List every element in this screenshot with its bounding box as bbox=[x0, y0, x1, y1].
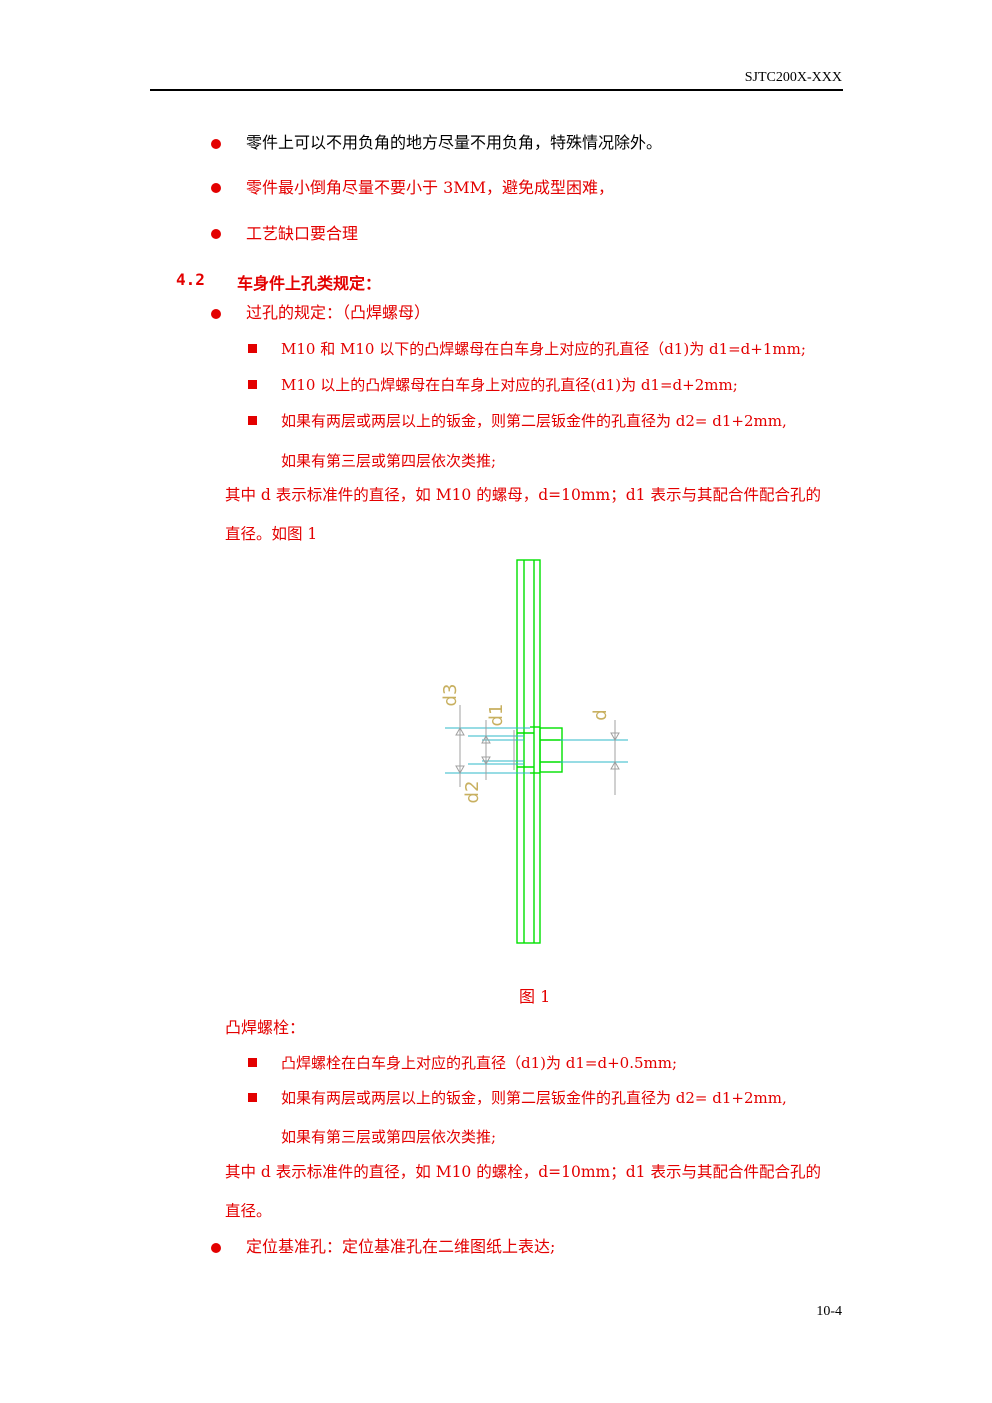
bullet-text: 零件上可以不用负角的地方尽量不用负角，特殊情况除外。 bbox=[246, 133, 663, 152]
sheet-metal-parts bbox=[516, 559, 563, 944]
dimension-arrows bbox=[455, 705, 620, 795]
weld-bolt-title: 凸焊螺栓： bbox=[225, 1018, 306, 1037]
list-item-continuation: 如果有第三层或第四层依次类推; bbox=[281, 1128, 497, 1146]
bullet-dot bbox=[211, 229, 221, 239]
list-item: M10 和 M10 以下的凸焊螺母在白车身上对应的孔直径（d1)为 d1=d+1… bbox=[281, 340, 806, 358]
note-text: 其中 d 表示标准件的直径，如 M10 的螺母，d=10mm；d1 表示与其配合… bbox=[225, 486, 821, 504]
bullet-dot bbox=[211, 139, 221, 149]
bullet-text: 工艺缺口要合理 bbox=[246, 224, 359, 243]
list-item: M10 以上的凸焊螺母在白车身上对应的孔直径(d1)为 d1=d+2mm; bbox=[281, 376, 738, 394]
square-bullet bbox=[248, 416, 257, 425]
section-number: 4.2 bbox=[176, 270, 205, 289]
list-item: 如果有两层或两层以上的钣金，则第二层钣金件的孔直径为 d2= d1+2mm, bbox=[281, 412, 787, 430]
label-d3: d3 bbox=[440, 684, 461, 707]
through-hole-title: 过孔的规定：（凸焊螺母） bbox=[246, 303, 431, 322]
square-bullet bbox=[248, 1093, 257, 1102]
bullet-text: 定位基准孔：定位基准孔在二维图纸上表达; bbox=[246, 1237, 556, 1256]
dimension-labels: d3 d1 d2 d bbox=[440, 684, 611, 804]
header-rule bbox=[150, 89, 843, 91]
note-text: 直径。如图 1 bbox=[225, 525, 318, 543]
label-d2: d2 bbox=[462, 781, 483, 804]
square-bullet bbox=[248, 1058, 257, 1067]
square-bullet bbox=[248, 344, 257, 353]
bullet-dot bbox=[211, 309, 221, 319]
note-text: 其中 d 表示标准件的直径，如 M10 的螺栓，d=10mm；d1 表示与其配合… bbox=[225, 1163, 821, 1181]
page-number: 10-4 bbox=[816, 1304, 842, 1319]
bullet-text: 零件最小倒角尽量不要小于 3MM，避免成型困难， bbox=[246, 178, 615, 197]
label-d: d bbox=[590, 709, 611, 720]
section-title: 车身件上孔类规定： bbox=[237, 274, 382, 293]
bullet-dot bbox=[211, 183, 221, 193]
note-text: 直径。 bbox=[225, 1202, 272, 1220]
figure-caption: 图 1 bbox=[519, 987, 551, 1006]
label-d1: d1 bbox=[486, 704, 507, 727]
square-bullet bbox=[248, 380, 257, 389]
figure-hole-diagram: d3 d1 d2 d bbox=[440, 559, 628, 944]
doc-code: SJTC200X-XXX bbox=[744, 70, 842, 85]
bullet-dot bbox=[211, 1243, 221, 1253]
list-item: 如果有两层或两层以上的钣金，则第二层钣金件的孔直径为 d2= d1+2mm, bbox=[281, 1089, 787, 1107]
list-item: 凸焊螺栓在白车身上对应的孔直径（d1)为 d1=d+0.5mm; bbox=[281, 1054, 678, 1072]
dimension-lines bbox=[445, 727, 628, 774]
list-item-continuation: 如果有第三层或第四层依次类推; bbox=[281, 452, 497, 470]
